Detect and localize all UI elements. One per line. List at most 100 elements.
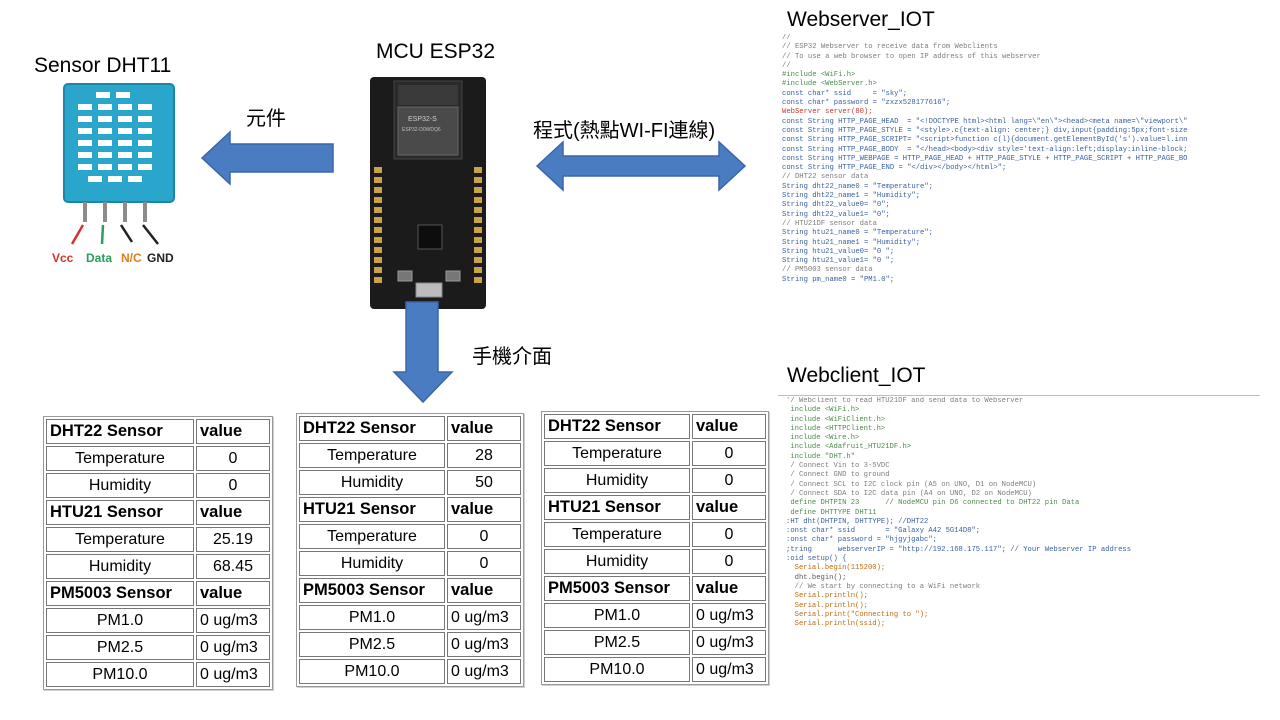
code-line: const char* ssid = "sky"; bbox=[782, 89, 908, 98]
code-line: String htu21_value0= "0 "; bbox=[782, 247, 895, 256]
right-header bbox=[474, 167, 482, 283]
metric-name: PM1.0 bbox=[46, 608, 194, 633]
code-line: String dht22_name0 = "Temperature"; bbox=[782, 182, 933, 191]
phone-ui-label: 手機介面 bbox=[472, 346, 552, 368]
code-line: const String HTTP_PAGE_END = "</div></bo… bbox=[782, 164, 1007, 173]
pin-arrows bbox=[70, 224, 159, 245]
code-line: const String HTTP_PAGE_BODY = "</head><b… bbox=[782, 145, 1188, 154]
metric-name: Temperature bbox=[46, 446, 194, 471]
code-line: ;tring webserverIP = "http://192.168.175… bbox=[786, 545, 1132, 554]
code-line: String dht22_name1 = "Humidity"; bbox=[782, 192, 921, 201]
value-header: value bbox=[447, 497, 521, 522]
code-line: / Connect SCL to I2C clock pin (A5 on UN… bbox=[786, 480, 1037, 489]
code-line: WebServer server(80); bbox=[782, 108, 873, 117]
metric-value: 0 bbox=[196, 446, 270, 471]
section-header: HTU21 Sensor bbox=[299, 497, 445, 522]
arrow-down-icon bbox=[392, 301, 454, 404]
program-label: 程式(熱點WI-FI連線) bbox=[533, 120, 716, 142]
metric-value: 0 ug/m3 bbox=[196, 608, 270, 633]
value-header: value bbox=[447, 578, 521, 603]
code-line: Serial.println(ssid); bbox=[786, 620, 886, 629]
metric-name: Humidity bbox=[544, 549, 690, 574]
section-header: PM5003 Sensor bbox=[46, 581, 194, 606]
code-line: / Connect Vin to 3-5VDC bbox=[786, 462, 890, 471]
pin-vcc-label: Vcc bbox=[52, 251, 74, 265]
usb-port bbox=[415, 282, 443, 298]
metric-name: Temperature bbox=[299, 524, 445, 549]
section-header: PM5003 Sensor bbox=[299, 578, 445, 603]
value-header: value bbox=[196, 419, 270, 444]
metric-value: 0 bbox=[692, 522, 766, 547]
metric-name: Humidity bbox=[46, 554, 194, 579]
metric-name: PM1.0 bbox=[544, 603, 690, 628]
metric-value: 0 ug/m3 bbox=[447, 605, 521, 630]
esp32-board-image: ESP32-S ESP32-D0WDQ6 bbox=[370, 77, 486, 309]
code-line: :onst char* password = "hjgyjgabc"; bbox=[786, 536, 937, 545]
section-header: HTU21 Sensor bbox=[46, 500, 194, 525]
code-line: String htu21_name1 = "Humidity"; bbox=[782, 238, 921, 247]
code-line: String htu21_value1= "0 "; bbox=[782, 257, 895, 266]
code-line: // ESP32 Webserver to receive data from … bbox=[782, 43, 998, 52]
webserver-code: //// ESP32 Webserver to receive data fro… bbox=[782, 34, 1250, 338]
metric-name: PM1.0 bbox=[299, 605, 445, 630]
metric-value: 0 bbox=[692, 549, 766, 574]
metric-name: PM10.0 bbox=[544, 657, 690, 682]
code-line: const String HTTP_WEBPAGE = HTTP_PAGE_HE… bbox=[782, 154, 1188, 163]
metric-value: 28 bbox=[447, 443, 521, 468]
sensor-title: Sensor DHT11 bbox=[34, 54, 172, 77]
code-line: #include <WiFi.h> bbox=[782, 71, 856, 80]
metric-name: Temperature bbox=[544, 441, 690, 466]
pin-nc-label: N/C bbox=[121, 251, 142, 265]
code-line: include <Wire.h> bbox=[786, 434, 860, 443]
code-line: define DHTTYPE DHT11 bbox=[786, 508, 877, 517]
code-line: Serial.begin(115200); bbox=[786, 564, 886, 573]
metric-value: 0 bbox=[447, 551, 521, 576]
metric-value: 0 ug/m3 bbox=[196, 662, 270, 687]
metric-name: PM2.5 bbox=[46, 635, 194, 660]
metric-value: 0 bbox=[196, 473, 270, 498]
metric-value: 25.19 bbox=[196, 527, 270, 552]
code-line: / Connect SDA to I2C data pin (A4 on UNO… bbox=[786, 489, 1032, 498]
value-header: value bbox=[447, 416, 521, 441]
metric-name: Humidity bbox=[299, 470, 445, 495]
code-line: include <WiFi.h> bbox=[786, 406, 860, 415]
code-line: define DHTPIN 23 // NodeMCU pin D6 conne… bbox=[786, 499, 1080, 508]
section-header: DHT22 Sensor bbox=[46, 419, 194, 444]
metric-name: Humidity bbox=[299, 551, 445, 576]
metric-name: Humidity bbox=[544, 468, 690, 493]
pin-data-label: Data bbox=[86, 251, 112, 265]
metric-value: 0 bbox=[692, 441, 766, 466]
metric-value: 50 bbox=[447, 470, 521, 495]
module-text: ESP32-S bbox=[408, 116, 437, 123]
section-header: PM5003 Sensor bbox=[544, 576, 690, 601]
code-line: const char* password = "zxzx528177616"; bbox=[782, 99, 951, 108]
code-line: String pm_name0 = "PM1.0"; bbox=[782, 275, 895, 284]
value-header: value bbox=[196, 581, 270, 606]
metric-name: Humidity bbox=[46, 473, 194, 498]
code-line: const String HTTP_PAGE_HEAD = "<!DOCTYPE… bbox=[782, 117, 1188, 126]
code-line: String htu21_name0 = "Temperature"; bbox=[782, 229, 933, 238]
code-line: / Connect GND to ground bbox=[786, 471, 890, 480]
code-line: :onst char* ssid = "Galaxy A42 5G14D8"; bbox=[786, 527, 981, 536]
